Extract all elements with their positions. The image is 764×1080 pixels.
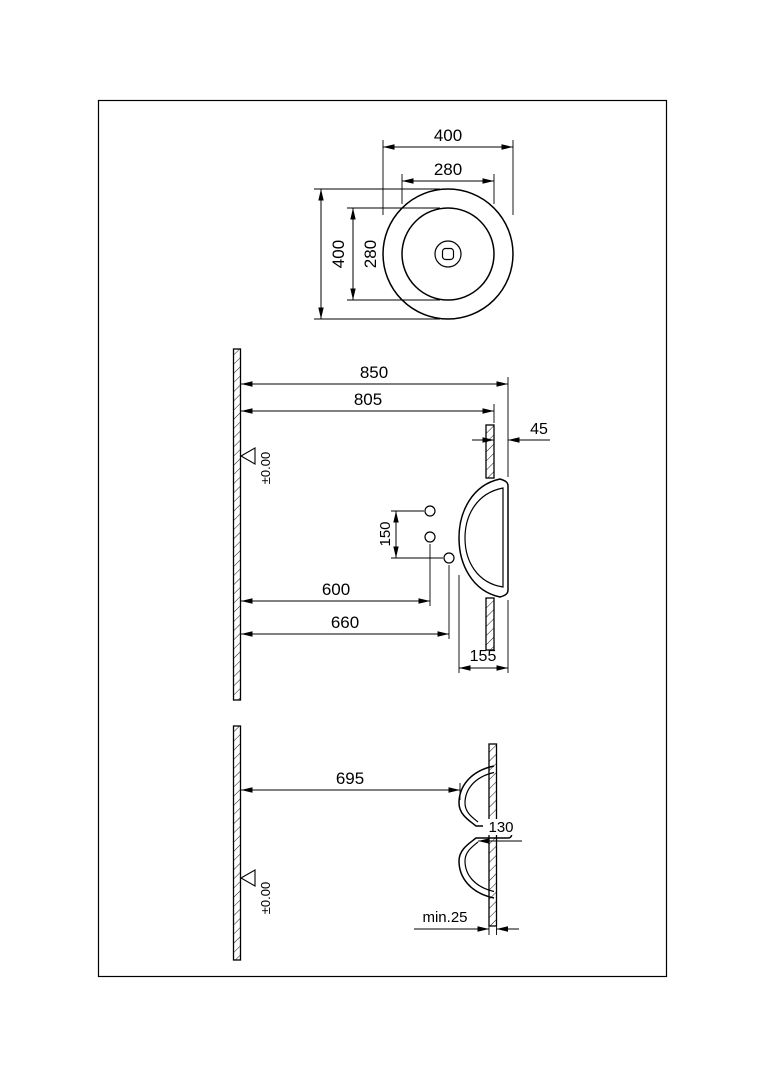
- datum-triangle-icon: [239, 869, 256, 887]
- sheet-border: [97, 99, 668, 978]
- dim-overall-height-label: 850: [360, 363, 388, 382]
- dim-connection-spacing-label: 150: [377, 521, 394, 546]
- dim-min-thickness: min.25: [414, 909, 519, 935]
- dim-connection-2: 660: [241, 565, 450, 639]
- dim-bowl-bottom-label: 695: [336, 769, 364, 788]
- connection-hole-3: [443, 552, 455, 564]
- top-view: 400 280 400 280: [314, 126, 514, 320]
- label-mask: [483, 819, 520, 835]
- dim-rim-offset: 45: [472, 421, 550, 443]
- dim-drain-width: 130: [478, 819, 522, 844]
- dim-outer-height-label: 400: [329, 240, 348, 268]
- connection-hole-1: [424, 505, 436, 517]
- dim-bowl-bottom: 695: [241, 769, 461, 800]
- dim-inner-width: 280: [401, 160, 495, 204]
- floor-datum: ±0.00: [239, 447, 273, 484]
- dim-connection-2-label: 660: [331, 613, 359, 632]
- counter-section-lower: [485, 597, 495, 651]
- dim-basin-depth: 155: [458, 575, 509, 673]
- dim-inner-width-label: 280: [434, 160, 462, 179]
- elevation-view: ±0.00 850 805 45 150: [232, 348, 550, 701]
- drain-waste-square: [441, 247, 455, 261]
- datum-label: ±0.00: [258, 452, 273, 484]
- basin-outer-circle: [382, 188, 514, 320]
- dim-connection-1-label: 600: [322, 580, 350, 599]
- dim-counter-height-label: 805: [354, 390, 382, 409]
- dim-inner-height: 280: [347, 207, 440, 301]
- datum-triangle-icon: [239, 447, 256, 465]
- basin-profile-outline: [458, 478, 509, 598]
- dim-drain-width-label: 130: [488, 819, 513, 836]
- section-view: ±0.00 695 130 min.25: [232, 725, 522, 961]
- dim-min-thickness-label: min.25: [422, 909, 467, 926]
- basin-profile-inner: [464, 487, 504, 588]
- floor-section-hatch: [232, 348, 242, 701]
- basin-inner-circle: [401, 207, 495, 301]
- dim-outer-height: 400: [314, 188, 440, 320]
- floor-datum: ±0.00: [239, 869, 273, 914]
- datum-label: ±0.00: [258, 882, 273, 914]
- bowl-section-inner-lower: [464, 841, 495, 893]
- counter-section-upper: [485, 424, 495, 479]
- dim-counter-height: 805: [241, 390, 495, 423]
- bowl-section-inner-upper: [464, 771, 495, 823]
- dim-outer-width-label: 400: [434, 126, 462, 145]
- dim-connection-1: 600: [241, 544, 431, 606]
- dim-outer-width: 400: [382, 126, 514, 215]
- connection-hole-2: [424, 531, 436, 543]
- dim-connection-spacing: 150: [377, 510, 443, 559]
- dim-basin-depth-label: 155: [470, 648, 497, 665]
- drain-circle: [434, 240, 462, 268]
- dim-inner-height-label: 280: [361, 240, 380, 268]
- dim-overall-height: 850: [241, 363, 509, 477]
- floor-section-hatch: [232, 725, 242, 961]
- dim-rim-offset-label: 45: [530, 421, 548, 438]
